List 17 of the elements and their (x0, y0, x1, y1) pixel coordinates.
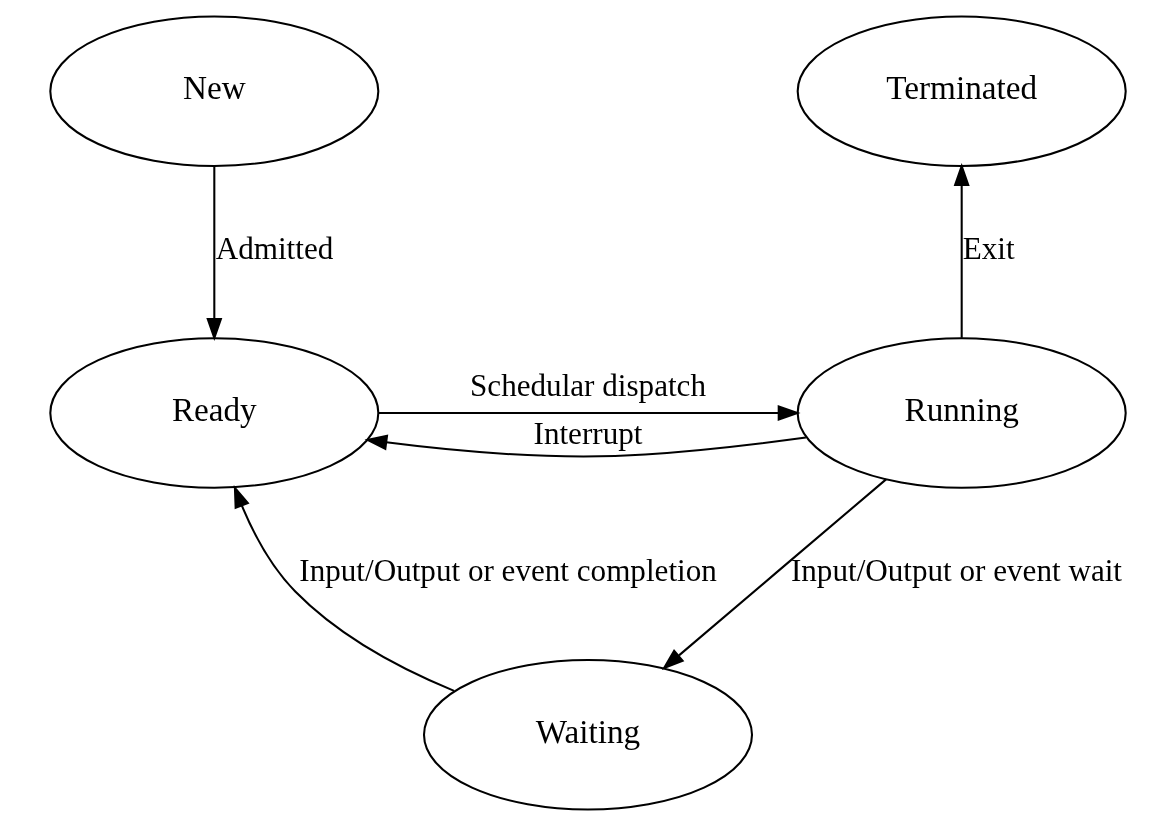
arrow (233, 485, 455, 692)
edge-label: Admitted (215, 231, 333, 267)
arrow (953, 163, 970, 338)
arrow (364, 434, 806, 458)
node-ellipse: Terminated (796, 15, 1127, 167)
arrow (377, 405, 801, 421)
edge-label: Input/Output or event wait (790, 553, 1122, 589)
arrow (661, 478, 887, 670)
arrow (205, 166, 222, 341)
node-ellipse: Ready (48, 337, 379, 489)
edge-label: Exit (962, 231, 1015, 267)
node-ellipse: New (48, 15, 379, 167)
edge-label: Schedular dispatch (469, 368, 706, 404)
edge-label: Input/Output or event completion (298, 553, 717, 589)
edge-label: Interrupt (533, 416, 642, 452)
node-ellipse: Waiting (422, 659, 753, 811)
node-ellipse: Running (796, 337, 1127, 489)
